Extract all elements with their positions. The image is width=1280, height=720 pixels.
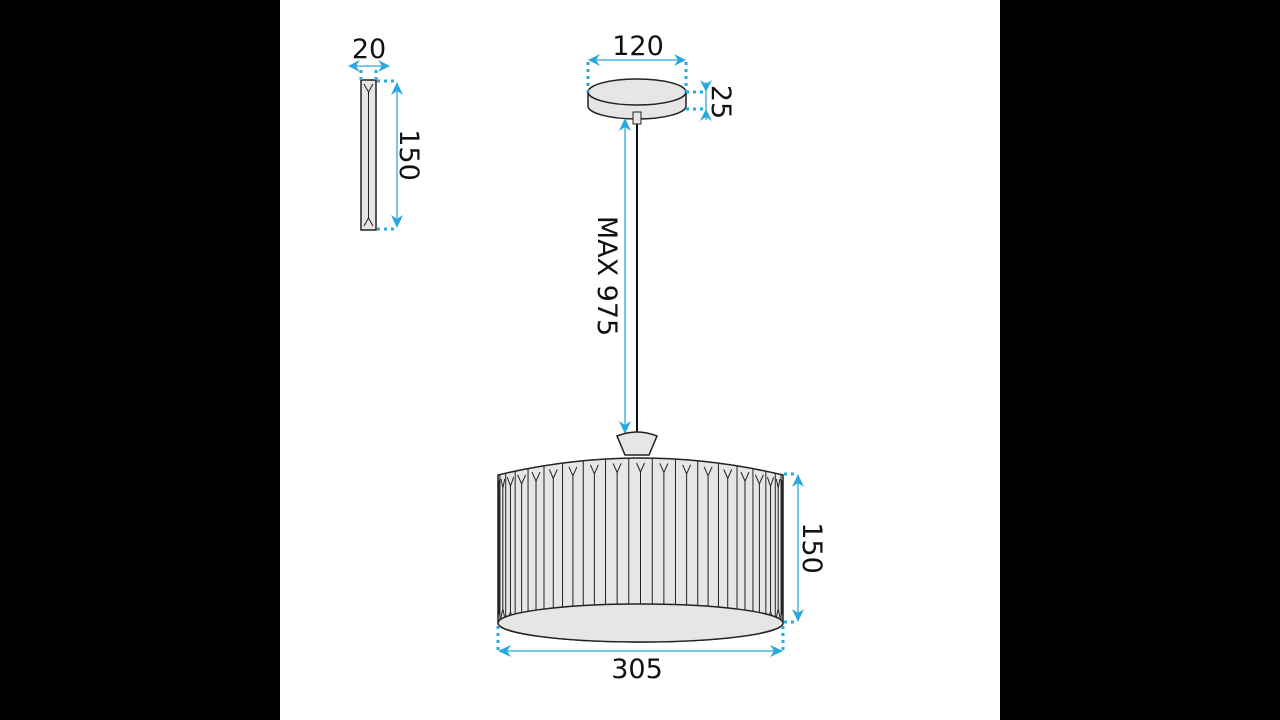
shade-crystal-strip <box>774 473 781 630</box>
shade-crystal-strip <box>765 471 775 633</box>
shade-height-label: 150 <box>796 522 827 574</box>
shade-diameter-label: 305 <box>611 654 663 685</box>
cord-length-label: MAX 975 <box>591 216 622 336</box>
diagram-canvas: 20 150 120 25 MAX 975 <box>280 0 1000 720</box>
cord-length-dimension: MAX 975 <box>591 118 631 434</box>
shade-crystal-strip <box>499 474 506 627</box>
strip-width-label: 20 <box>352 34 386 65</box>
strip-width-dimension: 20 <box>348 34 390 80</box>
canopy-diameter-label: 120 <box>612 31 664 62</box>
shade-diameter-dimension: 305 <box>496 626 785 685</box>
crystal-strip <box>360 79 377 231</box>
canopy-height-dimension: 25 <box>686 80 736 121</box>
lamp-shade <box>497 457 784 643</box>
canopy-diameter-dimension: 120 <box>586 31 688 92</box>
diffuser-cap <box>616 431 658 456</box>
cord-connector <box>632 111 642 125</box>
shade-height-dimension: 150 <box>784 472 827 624</box>
shade-crystal-strip <box>780 474 784 627</box>
strip-height-label: 150 <box>393 129 424 181</box>
shade-crystal-strip <box>497 479 501 616</box>
lamp-drawing: 20 150 120 25 MAX 975 <box>348 31 827 685</box>
strip-height-dimension: 150 <box>377 79 424 231</box>
canopy-height-label: 25 <box>705 85 736 119</box>
